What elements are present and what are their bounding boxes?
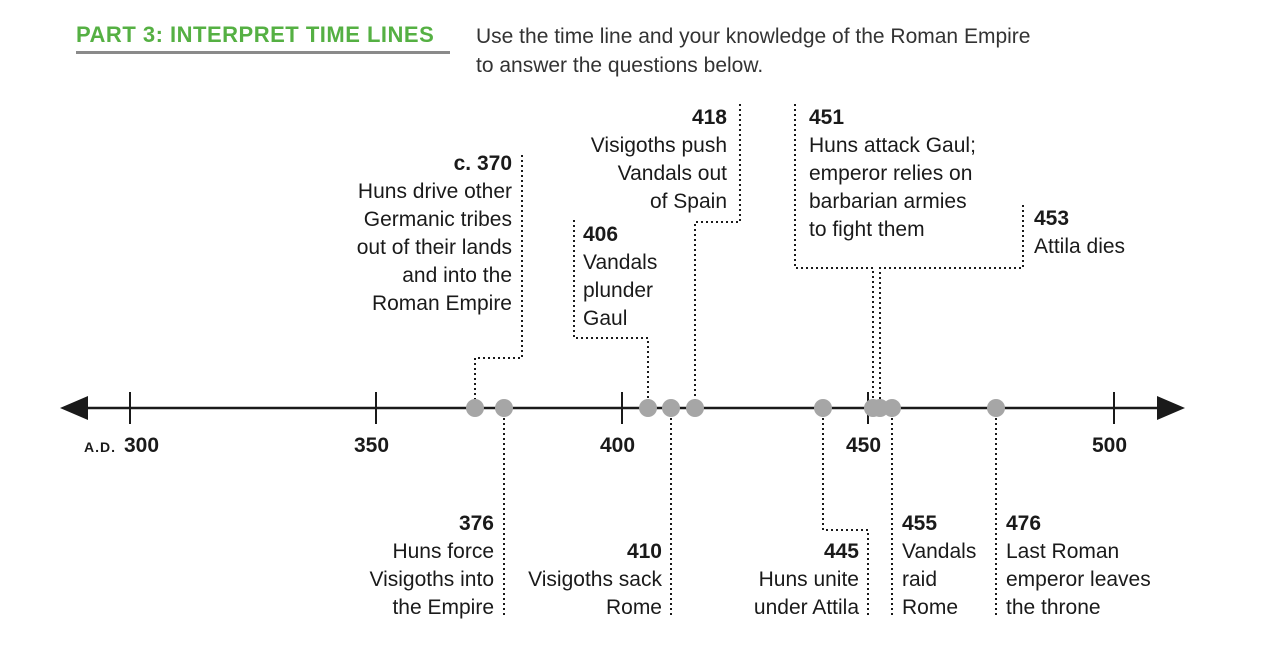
event-label-453: 453 Attila dies [1034, 207, 1126, 258]
event-label-455: 455 Vandals raid Rome [902, 512, 977, 619]
connector-451 [794, 104, 874, 408]
connector-445 [822, 408, 869, 618]
tick-label-300: A.D.300 [84, 434, 160, 457]
event-dot-376 [495, 399, 513, 417]
tick-label-500: 500 [1092, 434, 1128, 457]
event-dot-476 [987, 399, 1005, 417]
tick-label-400: 400 [600, 434, 636, 457]
event-label-445: 445 Huns unite under Attila [753, 540, 859, 619]
event-label-451: 451 Huns attack Gaul; emperor relies on … [809, 106, 976, 241]
event-dot-406 [639, 399, 657, 417]
instructions-text: Use the time line and your knowledge of … [476, 25, 1031, 77]
axis-arrow-left [60, 396, 88, 420]
event-dot-418 [686, 399, 704, 417]
connector-370 [474, 155, 523, 408]
event-dot-410 [662, 399, 680, 417]
connector-406 [573, 220, 649, 408]
era-label: A.D. [84, 439, 116, 455]
connector-418 [694, 104, 741, 408]
event-label-418: 418 Visigoths push Vandals out of Spain [590, 106, 727, 213]
event-dot-370 [466, 399, 484, 417]
event-label-406: 406 Vandals plunder Gaul [583, 223, 658, 330]
connector-453 [879, 205, 1024, 408]
title-underline [76, 51, 450, 54]
event-dot-445 [814, 399, 832, 417]
event-label-476: 476 Last Roman emperor leaves the throne [1006, 512, 1151, 619]
section-title: PART 3: INTERPRET TIME LINES [76, 22, 435, 47]
tick-label-350: 350 [354, 434, 390, 457]
axis-arrow-right [1157, 396, 1185, 420]
tick-label-450: 450 [846, 434, 882, 457]
event-label-376: 376 Huns force Visigoths into the Empire [369, 512, 494, 619]
event-label-370: c. 370 Huns drive other Germanic tribes … [356, 152, 512, 315]
event-label-410: 410 Visigoths sack Rome [528, 540, 662, 619]
event-dot-455 [883, 399, 901, 417]
